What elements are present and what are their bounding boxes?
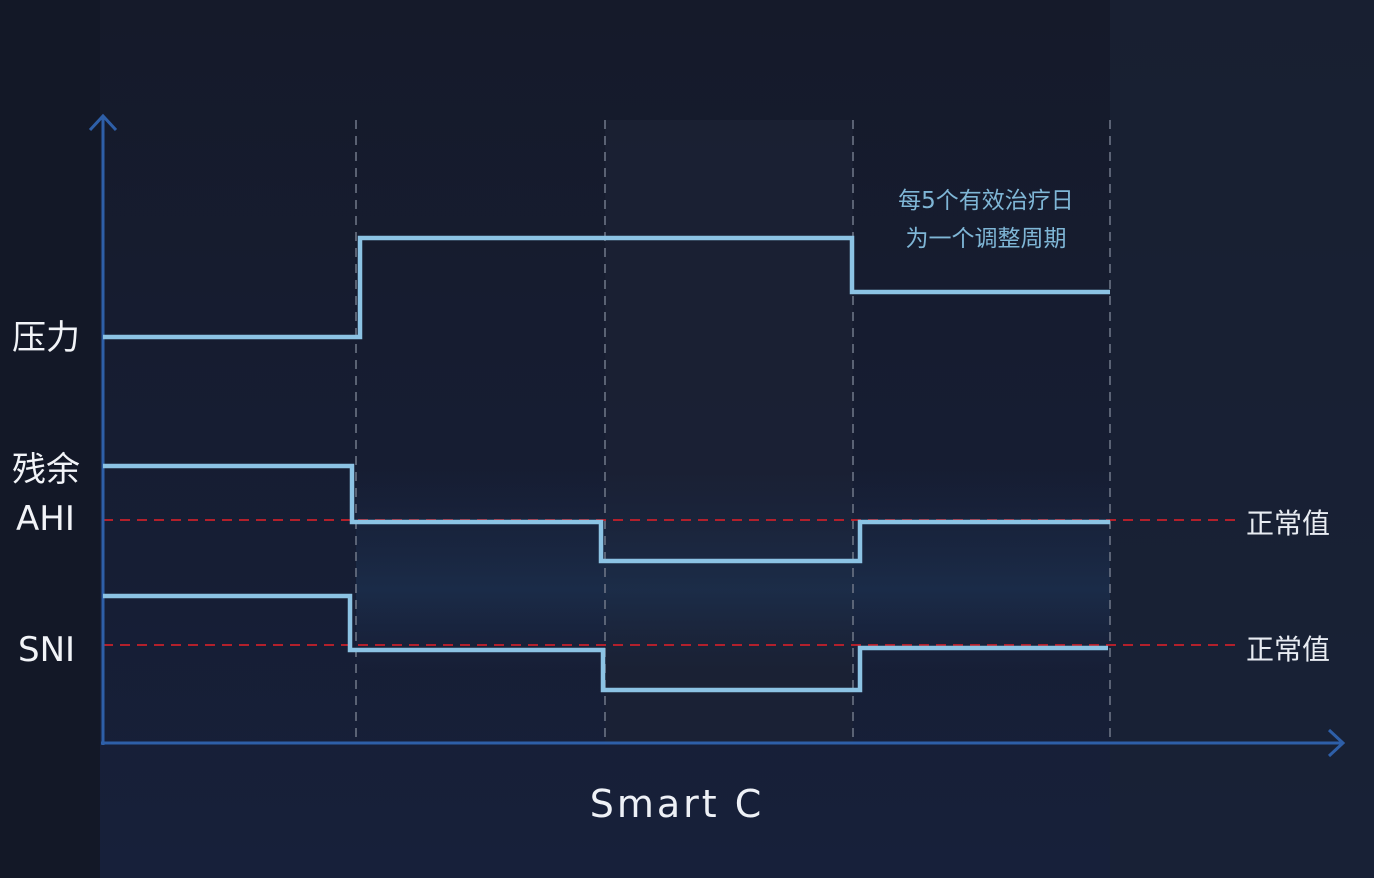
sni-normal-label: 正常值 <box>1246 633 1330 666</box>
annotation-line-1: 每5个有效治疗日 <box>898 188 1074 214</box>
glow-band <box>356 470 1110 670</box>
sni-step-line <box>103 593 1108 693</box>
ahi-step-line <box>103 463 1110 564</box>
pressure-label: 压力 <box>12 318 80 358</box>
x-axis <box>101 728 1346 758</box>
sni-label: SNI <box>18 630 75 670</box>
annotation-line-2: 为一个调整周期 <box>906 226 1067 252</box>
ahi-normal-label: 正常值 <box>1246 507 1330 540</box>
residual-label: 残余 <box>12 450 80 490</box>
ahi-label: AHI <box>16 499 75 539</box>
left-panel <box>0 0 100 878</box>
right-panel <box>1110 0 1374 878</box>
y-axis <box>88 113 118 745</box>
pressure-step-line <box>103 235 1110 340</box>
x-axis-label: Smart C <box>590 782 765 826</box>
